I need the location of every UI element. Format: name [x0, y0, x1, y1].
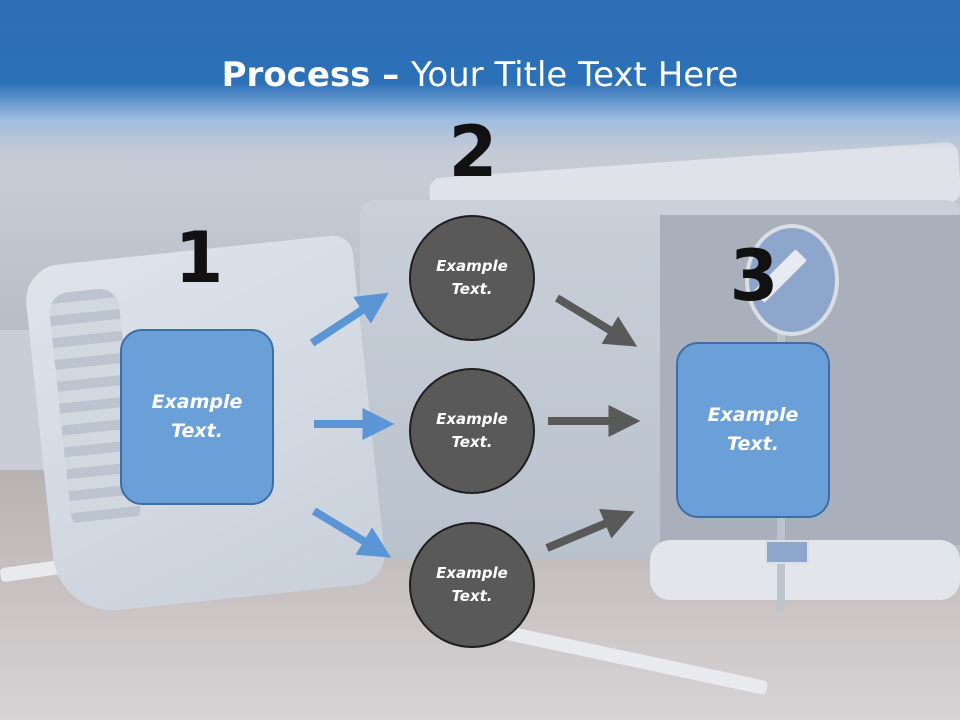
background-road-sign [745, 224, 839, 336]
circle-top[interactable]: Example Text. [409, 215, 535, 341]
circle-middle[interactable]: Example Text. [409, 368, 535, 494]
title-bold: Process [221, 55, 371, 95]
left-box-text: Example Text. [151, 391, 243, 442]
step-number-2: 2 [448, 111, 498, 193]
title-separator: – [370, 55, 412, 95]
arrow-gray-down [554, 294, 638, 347]
circle-top-text: Example Text. [436, 257, 508, 298]
step-number-1: 1 [174, 217, 224, 299]
circle-bottom[interactable]: Example Text. [409, 522, 535, 648]
right-text-box[interactable]: Example Text. [676, 342, 830, 518]
arrow-blue-up [309, 292, 389, 347]
right-box-text: Example Text. [707, 404, 799, 455]
background-small-sign [765, 540, 809, 564]
title-text: Your Title Text Here [411, 55, 739, 95]
circle-middle-text: Example Text. [436, 410, 508, 451]
header-band [0, 0, 960, 150]
left-text-box[interactable]: Example Text. [120, 329, 274, 505]
arrow-blue-down [311, 507, 392, 558]
circle-bottom-text: Example Text. [436, 564, 508, 605]
step-number-3: 3 [729, 235, 779, 317]
arrow-gray-up [545, 508, 635, 552]
slide-title: Process – Your Title Text Here [0, 54, 960, 96]
